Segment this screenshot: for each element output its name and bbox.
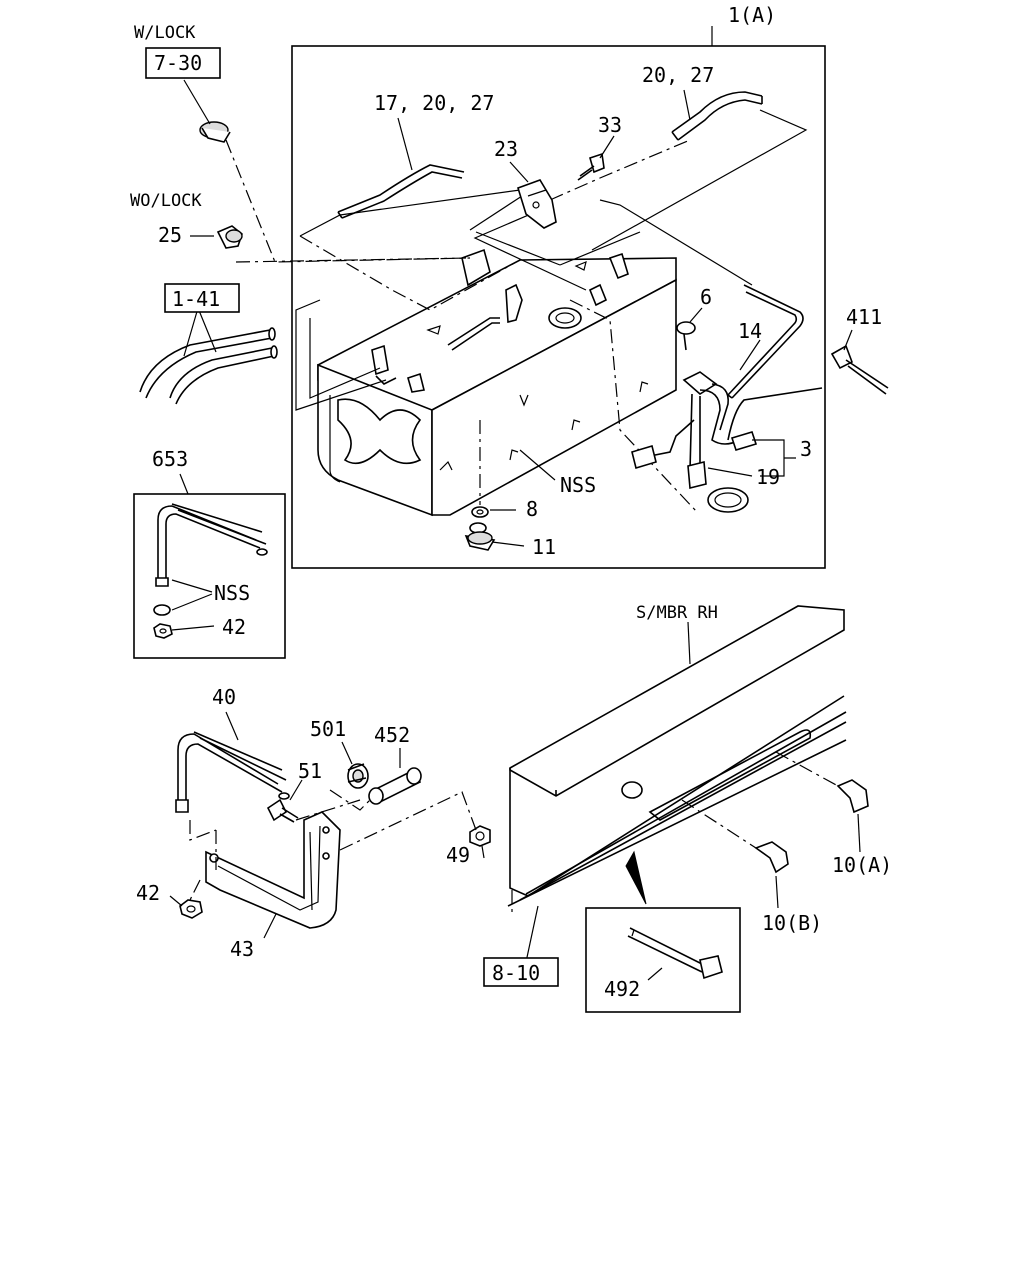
label-nss-tank: NSS (560, 473, 596, 497)
u-bolt-653 (155, 503, 268, 587)
pin-452 (368, 767, 422, 805)
label-501: 501 (310, 717, 346, 741)
label-42-box: 42 (222, 615, 246, 639)
leader-lines-lower (169, 711, 485, 939)
screw-33 (577, 152, 605, 181)
label-23: 23 (494, 137, 518, 161)
callout-arrow (625, 850, 647, 905)
label-25: 25 (158, 223, 182, 247)
bushing-501 (347, 763, 369, 789)
fuel-cap-25 (216, 225, 243, 249)
ref-box-7-30[interactable] (145, 47, 221, 79)
drain-plug-11 (464, 522, 496, 551)
label-6: 6 (700, 285, 712, 309)
fuel-tank (317, 248, 677, 517)
hose-17-20-27 (337, 164, 465, 219)
label-ref-7-30: 7-30 (154, 51, 202, 75)
hose-20-27 (671, 91, 763, 141)
label-11: 11 (532, 535, 556, 559)
label-19: 19 (756, 465, 780, 489)
label-3: 3 (800, 437, 812, 461)
bracket-43 (205, 811, 341, 929)
label-wo-lock: WO/LOCK (130, 191, 202, 211)
label-assembly: 1(A) (728, 3, 776, 27)
label-653: 653 (152, 447, 188, 471)
label-20-27: 20, 27 (642, 63, 714, 87)
label-452: 452 (374, 723, 410, 747)
u-bolt-40 (175, 731, 290, 813)
leader-lines-upper (183, 79, 853, 547)
cable-tie-492 (627, 927, 723, 980)
cable-tie-411 (830, 344, 889, 395)
fuel-sender-assembly (631, 371, 823, 490)
assembly-frame (291, 45, 826, 569)
leader-lines-rail (525, 621, 861, 963)
clip-10a (836, 779, 869, 814)
label-42: 42 (136, 881, 160, 905)
label-s-mbr-rh: S/MBR RH (636, 603, 718, 623)
ref-box-8-10[interactable] (483, 957, 559, 987)
inset-box-653 (133, 493, 286, 659)
label-40: 40 (212, 685, 236, 709)
reference-lines (225, 109, 808, 513)
label-492: 492 (604, 977, 640, 1001)
label-51: 51 (298, 759, 322, 783)
label-43: 43 (230, 937, 254, 961)
label-14: 14 (738, 319, 762, 343)
ref-box-1-41[interactable] (164, 283, 240, 313)
label-ref-1-41: 1-41 (172, 287, 220, 311)
gasket-ring-19 (707, 487, 749, 513)
pipes-1-41 (139, 327, 278, 405)
vent-valve-23 (517, 179, 557, 229)
label-17-20-27: 17, 20, 27 (374, 91, 494, 115)
nut-49 (469, 825, 491, 847)
label-49: 49 (446, 843, 470, 867)
bolt-51 (266, 798, 299, 823)
clip-10b (754, 841, 789, 874)
nut-42-inset (153, 623, 173, 639)
side-member-rail (507, 605, 847, 912)
hose-14 (727, 284, 804, 399)
nut-42 (179, 899, 203, 919)
washer-8 (471, 506, 489, 518)
inset-box-492 (585, 907, 741, 1013)
fuel-cap-w-lock (199, 121, 231, 143)
label-w-lock: W/LOCK (134, 23, 196, 43)
label-10a: 10(A) (832, 853, 892, 877)
washer-nss-inset (153, 604, 171, 616)
label-nss-box: NSS (214, 581, 250, 605)
label-411: 411 (846, 305, 882, 329)
label-10b: 10(B) (762, 911, 822, 935)
label-33: 33 (598, 113, 622, 137)
label-8: 8 (526, 497, 538, 521)
screw-6 (676, 321, 696, 351)
label-ref-8-10: 8-10 (492, 961, 540, 985)
